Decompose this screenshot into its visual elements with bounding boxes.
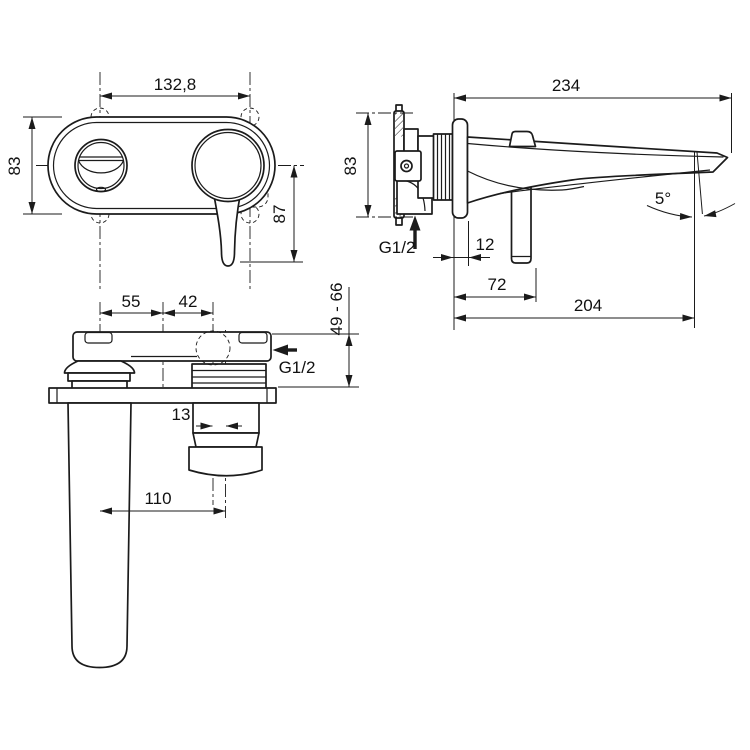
dim-top-spout-to-outlet-label: 110 bbox=[144, 489, 171, 508]
dim-side-projection-label: 234 bbox=[552, 76, 580, 95]
dim-side-spout-reach: 204 bbox=[454, 152, 695, 328]
dim-top-depth-range: 49 - 66 bbox=[272, 283, 359, 388]
front-view: 132,8 83 87 bbox=[5, 72, 304, 292]
knob-index-dot bbox=[95, 186, 107, 193]
dim-front-width-label: 132,8 bbox=[154, 75, 197, 94]
dim-top-outlet-offset: 13 bbox=[172, 405, 242, 430]
dim-side-projection: 234 bbox=[454, 76, 732, 153]
knob-groove-arc bbox=[77, 160, 125, 174]
dim-front-height: 83 bbox=[5, 116, 62, 215]
built-in-body bbox=[72, 331, 272, 362]
dim-top-left-span-label: 55 bbox=[122, 292, 141, 311]
lever-handle-side bbox=[510, 169, 532, 264]
dim-top-outlet-offset-label: 13 bbox=[172, 405, 191, 424]
inlet-thread-top: G1/2 bbox=[272, 344, 316, 377]
dim-front-lever-drop: 87 bbox=[240, 165, 303, 263]
dim-front-lever-drop-label: 87 bbox=[270, 205, 289, 224]
dim-side-spout-reach-label: 204 bbox=[574, 296, 602, 315]
outlet-stack bbox=[188, 402, 263, 477]
arrow-left-icon bbox=[272, 344, 288, 356]
wall-plate-top bbox=[48, 387, 277, 404]
dim-side-flange-height-label: 83 bbox=[341, 157, 360, 176]
lever-handle-front bbox=[212, 189, 242, 267]
screw-icon bbox=[400, 159, 413, 173]
top-view: G1/2 55 42 49 - 66 13 110 bbox=[48, 283, 359, 669]
side-thread-label: G1/2 bbox=[379, 238, 416, 257]
arrow-up-icon bbox=[409, 215, 421, 231]
concealed-body bbox=[356, 104, 454, 226]
handle-cap bbox=[194, 131, 262, 200]
dim-side-flange-height: 83 bbox=[341, 113, 372, 217]
dim-top-spout-to-outlet: 110 bbox=[100, 489, 226, 515]
wall-plate-inner bbox=[52, 121, 271, 210]
dim-side-rosette-depth: 12 bbox=[433, 221, 494, 266]
dim-side-handle-depth: 72 bbox=[454, 268, 537, 302]
dim-side-handle-depth-label: 72 bbox=[488, 275, 507, 294]
dim-front-width: 132,8 bbox=[100, 75, 250, 100]
screw-center bbox=[403, 163, 410, 169]
side-view: G1/2 234 83 12 72 bbox=[341, 76, 736, 330]
spout-bottom-contour bbox=[499, 169, 711, 195]
dim-side-spout-angle: 5° bbox=[646, 151, 736, 220]
temp-knob-outer bbox=[74, 138, 128, 193]
top-thread-label: G1/2 bbox=[279, 358, 316, 377]
rosette bbox=[451, 118, 469, 219]
dim-front-height-label: 83 bbox=[5, 157, 24, 176]
temp-knob-inner bbox=[77, 141, 125, 190]
lever-hinge-cap bbox=[508, 130, 537, 148]
spout-side-contour bbox=[467, 170, 585, 191]
outlet-connector bbox=[191, 363, 267, 390]
body-slot bbox=[84, 331, 113, 344]
inlet-thread-side: G1/2 bbox=[379, 215, 421, 257]
handle-escutcheon bbox=[191, 128, 265, 203]
body-slot bbox=[238, 331, 268, 344]
dim-top-spans: 55 42 bbox=[100, 292, 213, 317]
waterfall-spout-top bbox=[67, 402, 132, 669]
dim-top-depth-range-label: 49 - 66 bbox=[327, 283, 346, 336]
dim-side-rosette-depth-label: 12 bbox=[476, 235, 495, 254]
spout-side bbox=[466, 130, 729, 204]
flange-hatch bbox=[395, 112, 403, 137]
dim-top-mid-span-label: 42 bbox=[179, 292, 198, 311]
dim-side-spout-angle-label: 5° bbox=[655, 189, 671, 208]
cartridge-hidden bbox=[195, 330, 231, 366]
spout-connector bbox=[63, 360, 136, 390]
